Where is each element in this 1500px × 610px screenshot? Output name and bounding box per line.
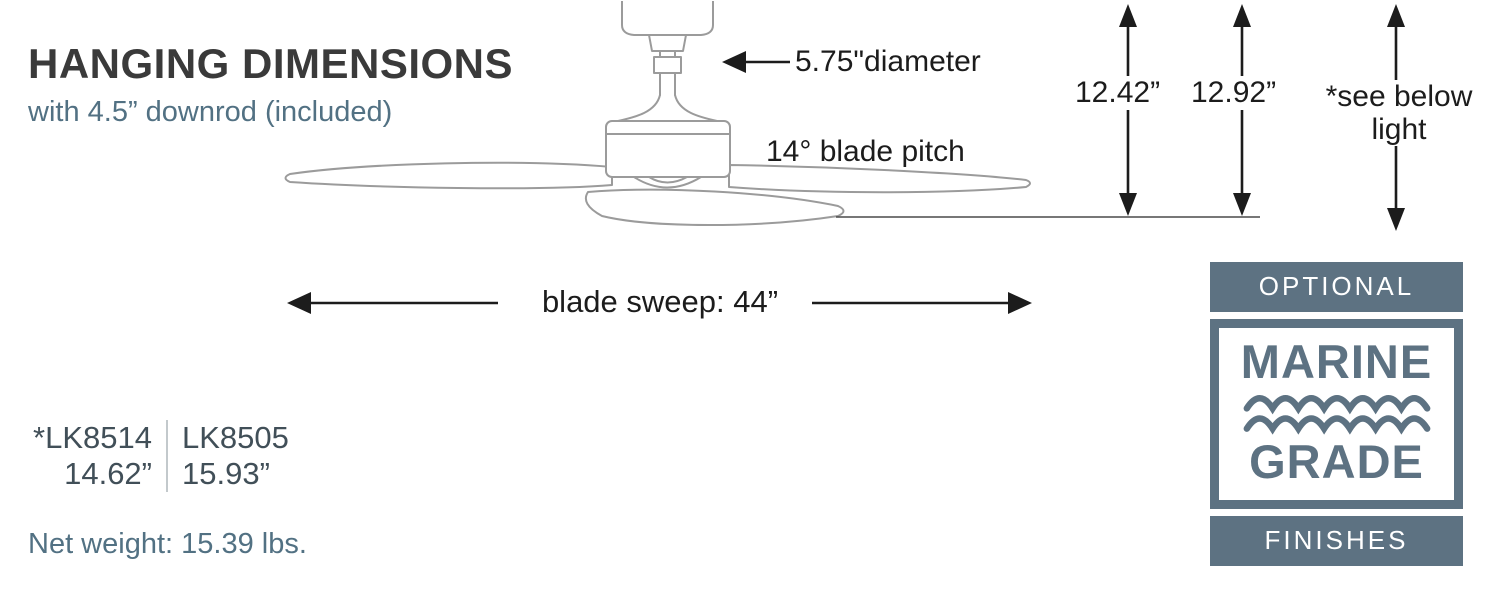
model-column-a: *LK8514 14.62” [20,420,166,492]
marine-text: MARINE [1240,335,1433,388]
model-numbers: *LK8514 14.62” LK8505 15.93” [20,420,289,492]
height-a-label: 12.42” [1070,76,1166,110]
model-divider [166,420,168,492]
model-a-code: *LK8514 [33,420,152,455]
grade-text: GRADE [1249,435,1424,488]
marine-grade-box: MARINE GRADE [1210,319,1463,509]
badge-gap [1210,509,1463,516]
subtitle: with 4.5” downrod (included) [28,96,393,128]
see-below-text: *see below [1322,80,1476,113]
waves-icon [1243,395,1430,435]
optional-bar: OPTIONAL [1210,262,1463,312]
blade-pitch-label: 14° blade pitch [766,135,965,168]
finishes-bar: FINISHES [1210,516,1463,566]
blade-sweep-label: blade sweep: 44” [541,284,779,319]
light-text: light [1368,113,1430,146]
height-arrow-b [1233,4,1251,216]
model-b-code: LK8505 [182,420,289,455]
model-a-height: 14.62” [64,456,152,491]
diameter-arrow [722,51,790,73]
net-weight: Net weight: 15.39 lbs. [28,528,307,560]
badge-gap [1210,312,1463,319]
marine-grade-badge: OPTIONAL MARINE GRADE FINISHES [1210,262,1463,566]
model-column-b: LK8505 15.93” [168,420,289,492]
blade-sweep-arrow [287,292,1032,314]
fan-drawing [284,1,1031,226]
height-arrow-a [1119,4,1137,216]
diameter-label: 5.75"diameter [795,45,981,78]
see-below-light-label: *see below light [1304,80,1494,146]
page-title: HANGING DIMENSIONS [28,40,514,87]
model-b-height: 15.93” [182,456,270,491]
height-b-label: 12.92” [1186,76,1282,110]
